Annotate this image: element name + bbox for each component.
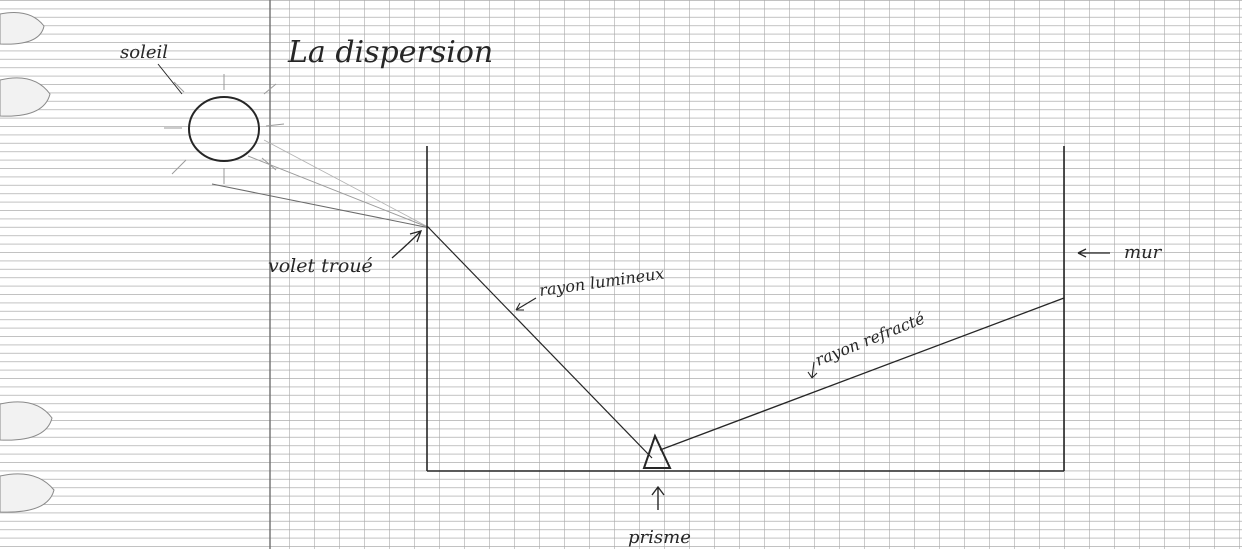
- sun-label-pointer: [157, 63, 183, 95]
- punch-hole: [0, 77, 51, 117]
- refracted-ray: [659, 297, 1065, 451]
- grid-columns: [270, 0, 1242, 549]
- prism-shape: [642, 433, 672, 469]
- punch-hole: [0, 473, 55, 513]
- punch-hole: [0, 12, 45, 45]
- prism-arrow: [651, 485, 665, 510]
- shutter-arrow: [391, 230, 423, 259]
- sunlight-ray: [211, 183, 431, 229]
- sun-label: soleil: [120, 42, 168, 63]
- sunlight-ray: [263, 139, 431, 229]
- prism-label: prisme: [628, 527, 691, 548]
- refracted-ray-label-arrow: [807, 361, 818, 379]
- shutter-label: volet troué: [268, 255, 373, 277]
- sunlight-ray: [247, 155, 431, 229]
- punch-hole: [0, 401, 53, 441]
- page-title: La dispersion: [287, 35, 493, 70]
- light-ray-label-arrow: [515, 297, 537, 311]
- light-ray: [426, 225, 653, 459]
- sun-icon: [164, 74, 285, 184]
- wall-label: mur: [1124, 242, 1163, 263]
- wall-arrow: [1077, 248, 1110, 258]
